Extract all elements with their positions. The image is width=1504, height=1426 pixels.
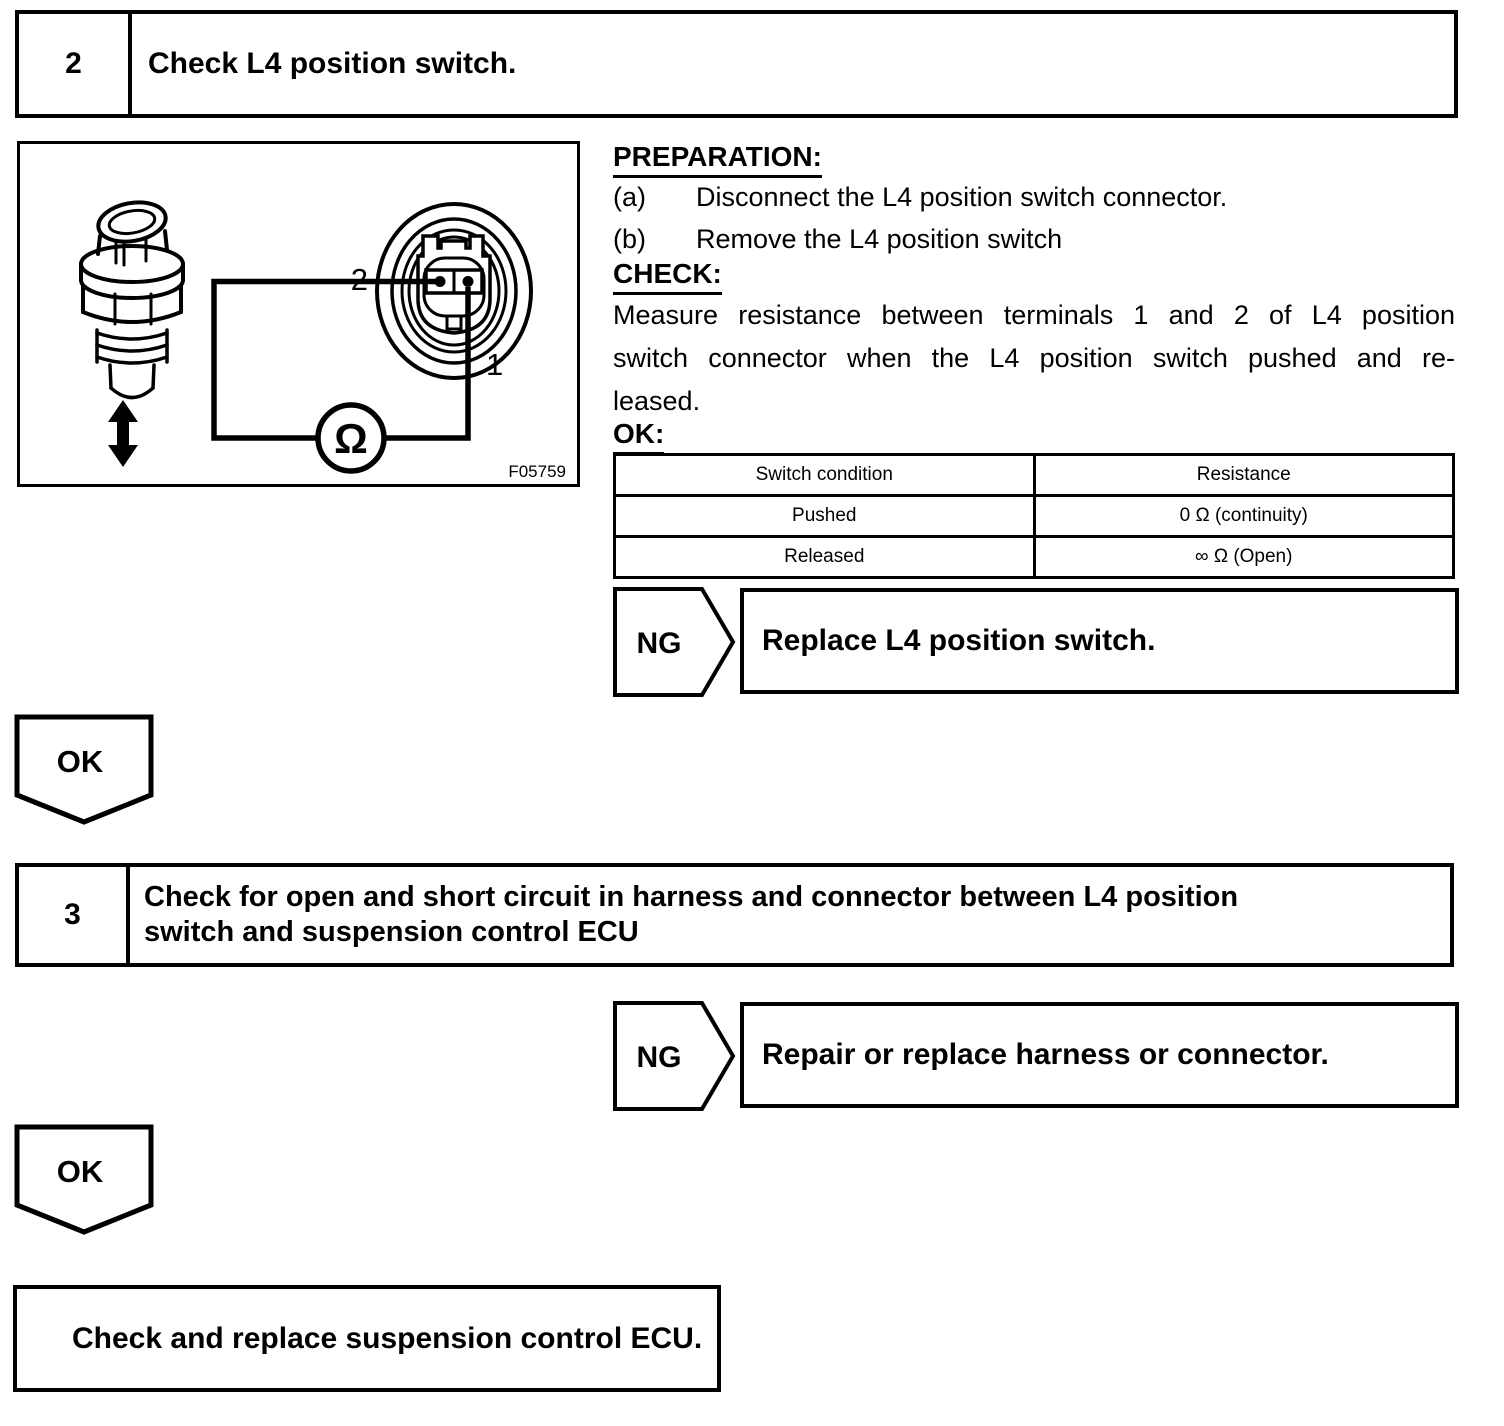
resistance-spec-table: Switch condition Resistance Pushed 0 Ω (…	[613, 453, 1455, 579]
item-text: Remove the L4 position switch	[696, 224, 1063, 254]
ng1-action-text: Replace L4 position switch.	[762, 624, 1156, 657]
check-heading: CHECK:	[613, 259, 722, 295]
preparation-heading: PREPARATION:	[613, 142, 822, 178]
test-leads	[211, 278, 471, 441]
step-2-number: 2	[19, 14, 132, 114]
ng2-action-box: Repair or replace harness or connector.	[740, 1002, 1459, 1108]
connector-face	[375, 202, 533, 380]
ok-label: OK	[57, 1154, 104, 1189]
table-header-row: Switch condition Resistance	[613, 453, 1455, 497]
preparation-item-b: (b) Remove the L4 position switch	[613, 222, 1062, 256]
figure-code: F05759	[508, 462, 566, 481]
step-3-title-line: switch and suspension control ECU	[144, 916, 639, 948]
ng-connector-shape: NG	[613, 587, 736, 697]
table-row: Released ∞ Ω (Open)	[613, 535, 1455, 579]
l4-switch-diagram: Ω 2 1 F05759	[79, 200, 566, 481]
ok-connector-shape: OK	[14, 714, 154, 825]
ng-label: NG	[637, 1041, 682, 1074]
switch-illustration	[79, 200, 185, 400]
ng-connector-shape: NG	[613, 1001, 736, 1111]
ok-spec-heading: OK:	[613, 419, 665, 455]
step-2-title: Check L4 position switch.	[132, 14, 1454, 114]
cell-condition: Pushed	[613, 494, 1036, 538]
final-action-box: Check and replace suspension control ECU…	[13, 1285, 721, 1392]
check-text-line: leased.	[613, 386, 701, 416]
step-3-title: Check for open and short circuit in harn…	[130, 867, 1450, 963]
ohmmeter-icon	[315, 402, 387, 474]
col-header-switch-condition: Switch condition	[613, 453, 1036, 497]
terminal-1-pin	[462, 276, 474, 287]
ok-connector-shape: OK	[14, 1124, 154, 1235]
item-text: Disconnect the L4 position switch connec…	[696, 182, 1228, 212]
item-marker: (b)	[613, 224, 646, 254]
item-marker: (a)	[613, 182, 646, 212]
figure-box: Ω 2 1 F05759	[17, 141, 580, 487]
table-row: Pushed 0 Ω (continuity)	[613, 494, 1455, 538]
ohmmeter-symbol: Ω	[334, 415, 368, 462]
step-2-header: 2 Check L4 position switch.	[15, 10, 1458, 118]
final-action-text: Check and replace suspension control ECU…	[72, 1321, 703, 1355]
push-release-arrow-icon	[108, 400, 138, 467]
check-text-line: Measure resistance between terminals 1 a…	[613, 300, 1455, 330]
ok-label: OK	[57, 744, 104, 779]
step-3-header: 3 Check for open and short circuit in ha…	[15, 863, 1454, 967]
step-2-title-text: Check L4 position switch.	[148, 47, 517, 80]
terminal-2-label: 2	[351, 262, 368, 297]
ng1-action-box: Replace L4 position switch.	[740, 588, 1459, 694]
cell-resistance: 0 Ω (continuity)	[1032, 494, 1455, 538]
cell-resistance: ∞ Ω (Open)	[1032, 535, 1455, 579]
terminal-1-label: 1	[486, 347, 503, 382]
procedure-text-column: PREPARATION: (a) Disconnect the L4 posit…	[613, 138, 1455, 583]
step-3-title-line: Check for open and short circuit in harn…	[144, 881, 1239, 913]
check-text-line: switch connector when the L4 position sw…	[613, 343, 1455, 373]
step-3-number: 3	[19, 867, 130, 963]
col-header-resistance: Resistance	[1032, 453, 1455, 497]
ng2-action-text: Repair or replace harness or connector.	[762, 1038, 1329, 1071]
ng-label: NG	[637, 627, 682, 660]
preparation-item-a: (a) Disconnect the L4 position switch co…	[613, 180, 1227, 214]
cell-condition: Released	[613, 535, 1036, 579]
